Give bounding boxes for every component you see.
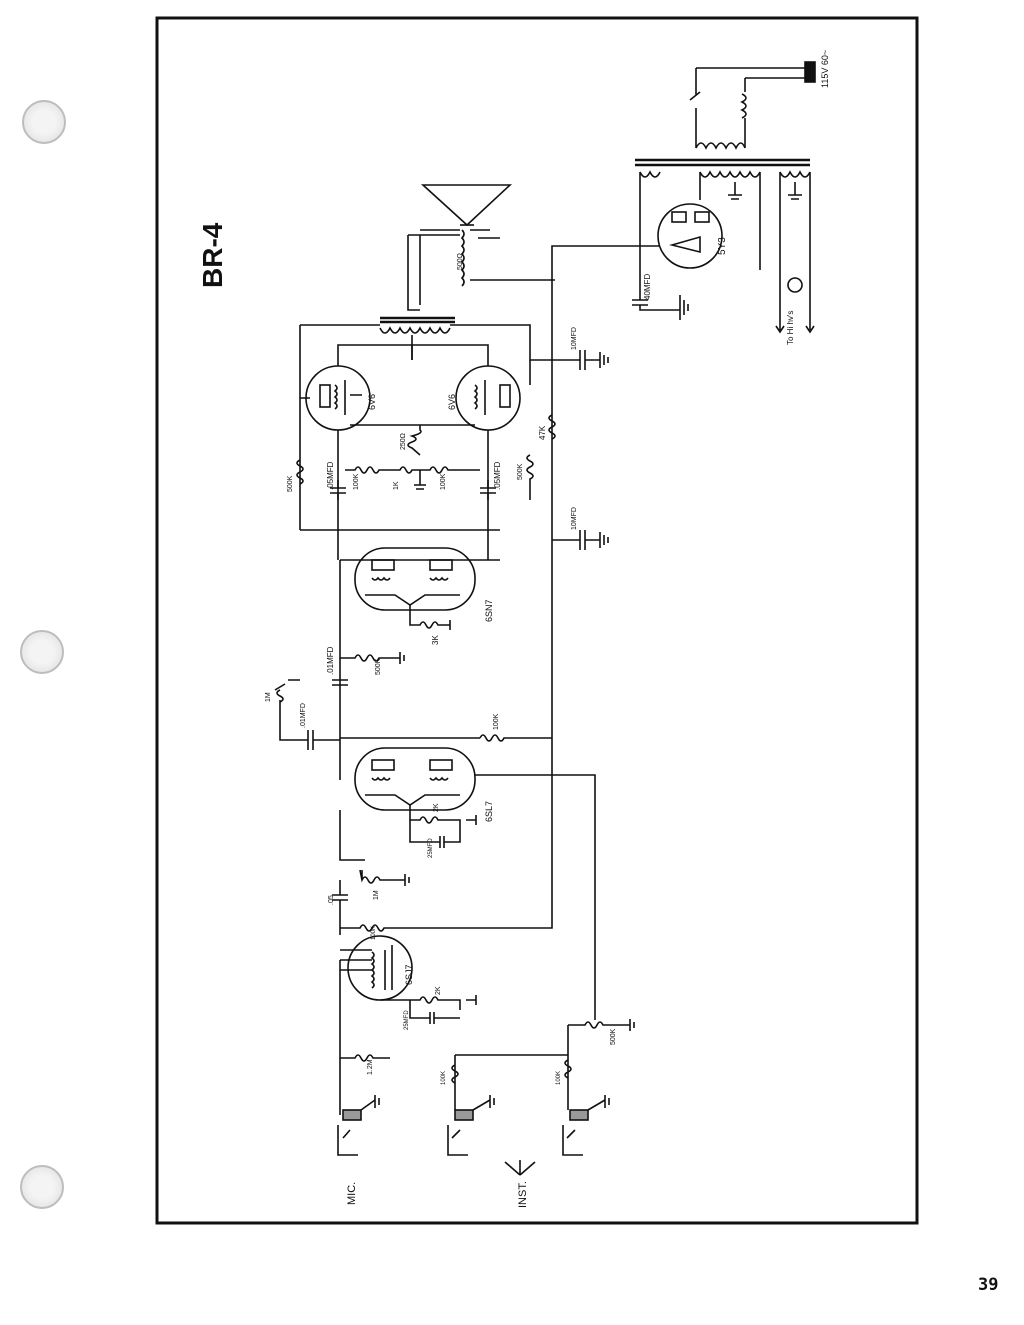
filter-capacitor: 10MFD [571, 507, 609, 550]
svg-text:500K: 500K [517, 463, 524, 480]
svg-text:10MFD: 10MFD [571, 327, 578, 350]
power-input-label: 115V 60~ [820, 50, 830, 88]
inst-input-jack-1: 100K [441, 1054, 568, 1156]
diagram-title: BR-4 [197, 222, 228, 288]
svg-text:3K: 3K [431, 635, 440, 645]
inst-arrow-icon: INST. [504, 1160, 536, 1208]
svg-text:.01MFD: .01MFD [326, 646, 335, 675]
svg-text:100K: 100K [371, 926, 377, 940]
svg-text:25MFD: 25MFD [428, 838, 434, 858]
svg-text:2K: 2K [435, 986, 442, 995]
svg-text:500Ω: 500Ω [457, 253, 464, 270]
svg-text:.01MFD: .01MFD [300, 703, 307, 728]
mic-label: MIC. [346, 1182, 358, 1205]
svg-text:6V6: 6V6 [367, 394, 377, 410]
svg-text:500K: 500K [287, 475, 294, 492]
svg-text:1K: 1K [393, 481, 400, 490]
punch-hole-icon [22, 100, 66, 144]
svg-text:100K: 100K [353, 473, 360, 490]
svg-text:5Y3: 5Y3 [717, 237, 728, 255]
svg-text:40MFD: 40MFD [643, 274, 652, 300]
svg-text:6V6: 6V6 [447, 394, 457, 410]
svg-text:.05MFD: .05MFD [326, 461, 335, 490]
inst-input-jack-2: 100K 500K [556, 1010, 635, 1156]
schematic-frame [155, 16, 919, 1225]
svg-text:500K: 500K [375, 658, 382, 675]
plate-load-resistor: 500K 500K [287, 454, 534, 500]
second-stage-tube: 6SL7 100K 2K 25MFD [340, 713, 596, 1010]
tone-control: 1M .01MFD [265, 679, 340, 750]
output-tube-left: 6V6 [300, 344, 413, 431]
pilot-lamp: To Hi hv's [775, 277, 815, 345]
svg-text:100K: 100K [441, 1071, 447, 1085]
svg-text:6SN7: 6SN7 [484, 599, 494, 622]
svg-text:6SJ7: 6SJ7 [404, 964, 414, 985]
page-number: 39 [978, 1275, 999, 1295]
input-stage-tube: 6SJ7 2K 25MFD [340, 935, 477, 1030]
svg-text:100K: 100K [493, 713, 500, 730]
output-tube-right: 6V6 [412, 344, 521, 431]
svg-text:250Ω: 250Ω [400, 433, 407, 450]
phase-inverter-network: 500K .01MFD [326, 646, 405, 686]
svg-text:.05MFD: .05MFD [493, 461, 502, 490]
bias-network: 250Ω 100K 1K 100K [337, 424, 489, 500]
svg-text:To Hi hv's: To Hi hv's [786, 311, 795, 345]
svg-text:1M: 1M [265, 692, 272, 702]
svg-text:100K: 100K [440, 473, 447, 490]
svg-text:47K: 47K [538, 425, 547, 440]
punch-hole-icon [20, 630, 64, 674]
filter-capacitor: 40MFD [632, 274, 689, 320]
svg-text:25MFD: 25MFD [404, 1010, 410, 1030]
coupling-capacitor: .05MFD .05MFD [326, 461, 502, 560]
phase-inverter-tube: 6SN7 3K [300, 529, 580, 780]
svg-text:10MFD: 10MFD [571, 507, 578, 530]
power-transformer [635, 61, 816, 300]
svg-text:1M: 1M [373, 890, 380, 900]
volume-control: 1M [339, 810, 410, 900]
svg-text:500K: 500K [610, 1028, 617, 1045]
svg-text:1.2M: 1.2M [367, 1059, 374, 1075]
filter-capacitor: 10MFD [555, 327, 609, 370]
svg-text:2K: 2K [433, 803, 440, 812]
punch-hole-icon [20, 1165, 64, 1209]
svg-text:6SL7: 6SL7 [484, 801, 494, 822]
output-transformer [299, 316, 555, 530]
svg-text:.05: .05 [328, 895, 335, 905]
svg-text:100K: 100K [556, 1071, 562, 1085]
rectifier-tube: 5Y3 [551, 203, 728, 540]
mic-input-jack: 1.2M MIC. [337, 960, 390, 1205]
first-stage-coupling: .05 100K [328, 540, 553, 940]
inst-label: INST. [517, 1181, 529, 1208]
speaker-icon: 500Ω [407, 184, 555, 311]
dropping-resistor: 47K [538, 414, 556, 440]
